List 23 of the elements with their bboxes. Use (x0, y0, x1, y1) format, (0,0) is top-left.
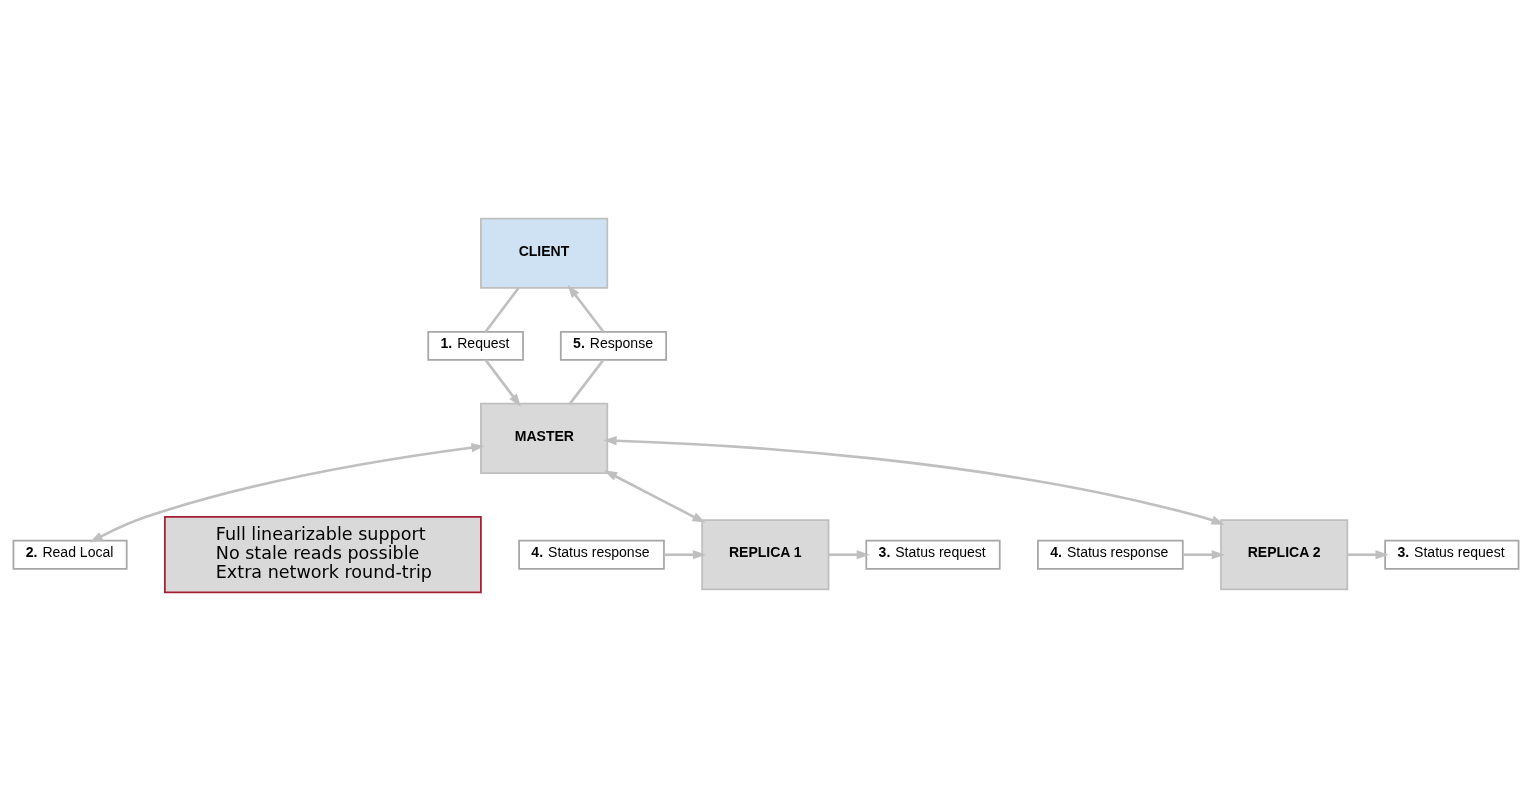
connector (568, 358, 605, 404)
node-box: 3. Status request (865, 539, 1001, 570)
node-box: 1. Request (427, 330, 524, 361)
node-box: CLIENT (480, 217, 609, 289)
arrow (567, 284, 605, 332)
arrow (89, 442, 485, 542)
arrow (603, 469, 706, 523)
connector (484, 286, 520, 332)
arrow (603, 435, 1225, 525)
node-box: MASTER (480, 402, 609, 474)
node-box: 4. Status response (518, 539, 665, 570)
arrow (484, 358, 521, 407)
node-box: 5. Response (559, 330, 667, 361)
node-box: 4. Status response (1037, 539, 1184, 570)
node-box: 3. Status request (1384, 539, 1520, 570)
node-box: Full linearizable support No stale reads possible Extra network round-trip (164, 515, 482, 593)
arrow (1347, 549, 1389, 559)
arrow (828, 549, 870, 559)
arrow (664, 549, 707, 559)
node-box: REPLICA 1 (701, 518, 830, 590)
node-box: REPLICA 2 (1220, 518, 1349, 590)
arrow (1183, 549, 1225, 559)
node-box: 2. Read Local (12, 539, 128, 570)
